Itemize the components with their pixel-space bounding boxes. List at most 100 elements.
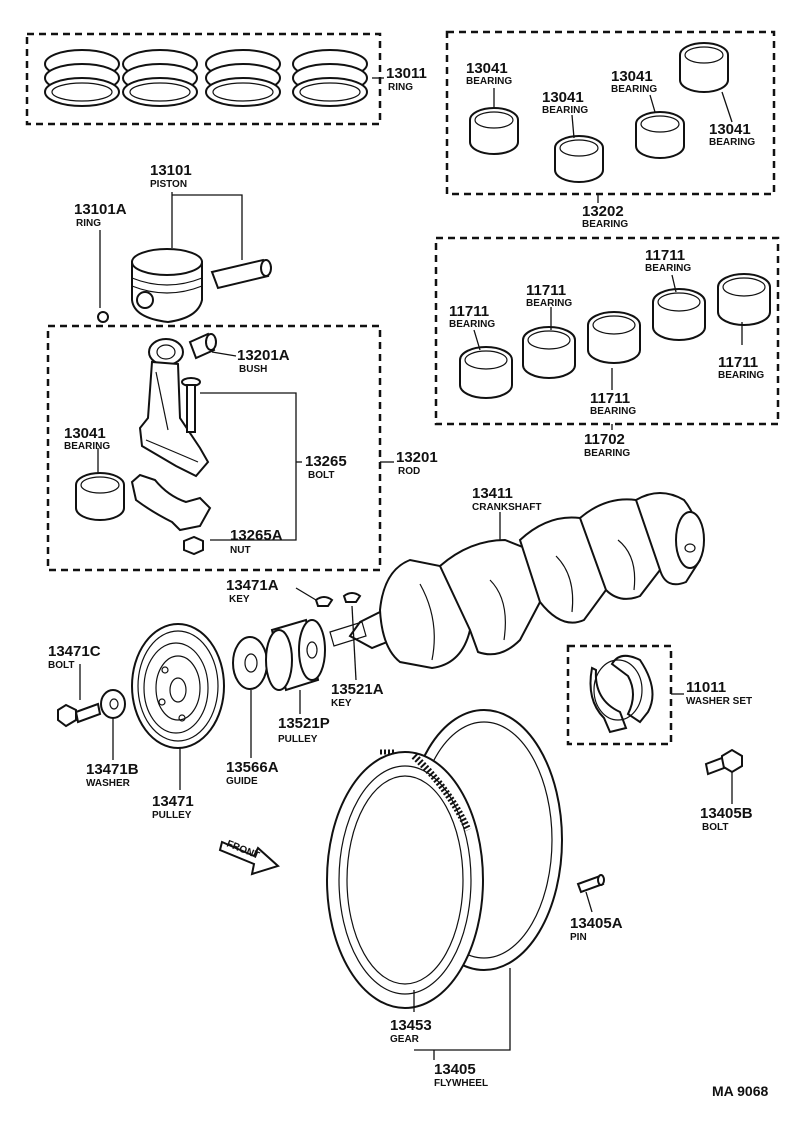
- part-name-13411: CRANKSHAFT: [472, 502, 541, 513]
- ring-set-2: [122, 49, 198, 107]
- part-name-13405: FLYWHEEL: [434, 1078, 488, 1089]
- ring-gear: [326, 749, 484, 1009]
- part-name-13201: ROD: [398, 466, 420, 477]
- part-name-13101A: RING: [76, 218, 101, 229]
- bearing-shell: [652, 288, 706, 341]
- bearing-shell: [469, 107, 519, 155]
- thrust-washers: [589, 654, 654, 734]
- rod-bearing-shell: [75, 472, 125, 521]
- part-name-13471A: KEY: [229, 594, 250, 605]
- part-number-13471: 13471: [152, 793, 194, 810]
- conrod-bearing-set-box: [445, 30, 776, 196]
- main-bearing-shells: [459, 273, 771, 399]
- part-number-13405: 13405: [434, 1061, 476, 1078]
- bearing-shell: [554, 135, 604, 183]
- part-number-13265: 13265: [305, 453, 347, 470]
- part-number-13265A: 13265A: [230, 527, 283, 544]
- part-number-13405A: 13405A: [570, 915, 623, 932]
- rod-bushing: [188, 332, 217, 360]
- front-direction-arrow: FRONT: [218, 839, 280, 876]
- part-number-13041-a: 13041: [466, 60, 508, 77]
- part-name-13471C: BOLT: [48, 660, 74, 671]
- part-name-13011: RING: [388, 82, 413, 93]
- bearing-shell: [459, 346, 513, 399]
- part-name-13453: GEAR: [390, 1034, 420, 1045]
- timing-pulley: [265, 618, 326, 692]
- part-number-13471A: 13471A: [226, 577, 279, 594]
- part-number-13405B: 13405B: [700, 805, 753, 822]
- washer-set-box: [566, 644, 673, 746]
- part-name-13041-a: BEARING: [466, 76, 512, 87]
- bearing-shell: [635, 111, 685, 159]
- part-number-11711-e: 11711: [718, 354, 758, 371]
- dowel-pin: [576, 874, 605, 894]
- crank-pulley: [131, 623, 225, 749]
- part-number-11711-d: 11711: [590, 390, 630, 407]
- ring-set-3: [205, 49, 281, 107]
- part-number-13566A: 13566A: [226, 759, 279, 776]
- rod-cap: [130, 473, 212, 532]
- piston-pin: [210, 258, 272, 290]
- piston-ring-sets: [44, 49, 368, 107]
- part-name-13265: BOLT: [308, 470, 334, 481]
- part-name-13405A: PIN: [570, 932, 587, 943]
- part-name-13041-d: BEARING: [709, 137, 755, 148]
- part-number-13201: 13201: [396, 449, 438, 466]
- part-number-13453: 13453: [390, 1017, 432, 1034]
- part-name-13201A: BUSH: [239, 364, 267, 375]
- part-name-13471B: WASHER: [86, 778, 131, 789]
- rod-nut: [183, 535, 204, 556]
- ring-set-box: [25, 32, 382, 126]
- crank-key-b: [342, 592, 362, 603]
- part-name-13471: PULLEY: [152, 810, 192, 821]
- part-number-13521A: 13521A: [331, 681, 384, 698]
- piston: [131, 248, 203, 324]
- ring-set-1: [44, 49, 120, 107]
- part-number-13202: 13202: [582, 203, 624, 220]
- part-name-13101: PISTON: [150, 179, 187, 190]
- conrod-bearing-shells: [469, 42, 729, 183]
- part-name-13521A: KEY: [331, 698, 352, 709]
- rod-bolt: [181, 377, 201, 433]
- part-number-13201A: 13201A: [237, 347, 290, 364]
- part-number-13041-rod: 13041: [64, 425, 106, 442]
- part-name-13041-rod: BEARING: [64, 441, 110, 452]
- part-number-13041-b: 13041: [542, 89, 584, 106]
- part-number-13041-d: 13041: [709, 121, 751, 138]
- part-name-13405B: BOLT: [702, 822, 728, 833]
- part-name-13265A: NUT: [230, 545, 251, 556]
- part-name-11711-d: BEARING: [590, 406, 636, 417]
- crank-key-a: [314, 596, 334, 607]
- bearing-shell: [679, 42, 729, 93]
- part-number-13471C: 13471C: [48, 643, 101, 660]
- drawing-code: MA 9068: [712, 1083, 769, 1099]
- part-number-13011: 13011: [386, 65, 427, 82]
- part-number-13471B: 13471B: [86, 761, 139, 778]
- ring-set-4: [292, 49, 368, 107]
- flywheel-bolt: [704, 748, 743, 776]
- bearing-shell: [717, 273, 771, 326]
- part-number-11702: 11702: [584, 431, 625, 448]
- part-number-13101: 13101: [150, 162, 192, 179]
- part-number-11711-c: 11711: [645, 247, 685, 264]
- part-name-11711-b: BEARING: [526, 298, 572, 309]
- part-number-13521P: 13521P: [278, 715, 330, 732]
- part-number-11711-b: 11711: [526, 282, 566, 299]
- main-bearing-set-box: [434, 236, 780, 426]
- part-name-13566A: GUIDE: [226, 776, 258, 787]
- part-number-13101A: 13101A: [74, 201, 127, 218]
- part-name-13521P: PULLEY: [278, 734, 318, 745]
- part-number-13041-c: 13041: [611, 68, 653, 85]
- part-name-11711-a: BEARING: [449, 319, 495, 330]
- bearing-shell: [587, 311, 641, 364]
- part-name-13202: BEARING: [582, 219, 628, 230]
- part-name-13041-b: BEARING: [542, 105, 588, 116]
- part-number-11711-a: 11711: [449, 303, 489, 320]
- timing-guide: [232, 636, 268, 690]
- part-number-13411: 13411: [472, 485, 513, 502]
- crankshaft: [329, 492, 705, 670]
- pulley-washer: [100, 689, 126, 719]
- pulley-bolt: [57, 702, 102, 728]
- bearing-shell: [522, 326, 576, 379]
- part-name-11711-c: BEARING: [645, 263, 691, 274]
